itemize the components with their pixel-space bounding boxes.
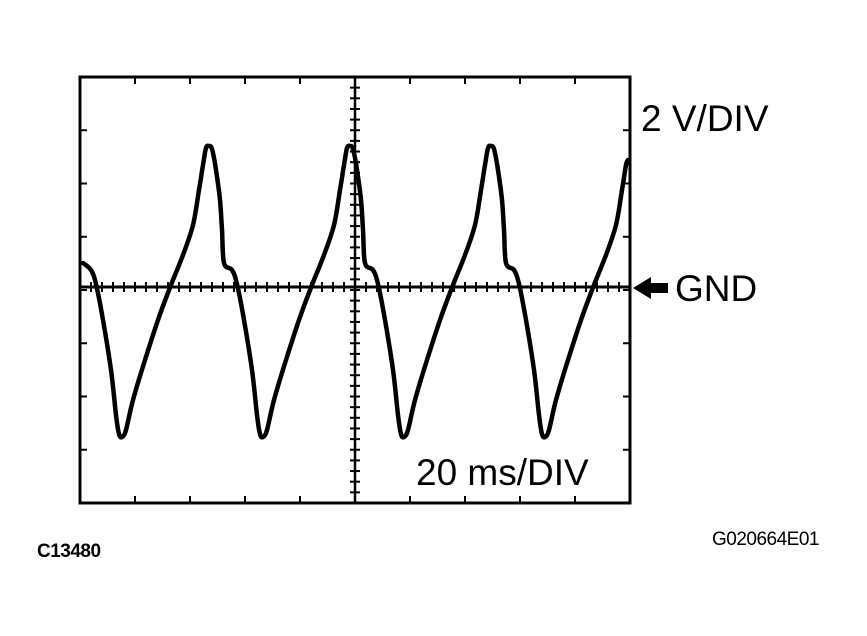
left-arrow-icon [633, 277, 668, 299]
ground-marker-label: GND [675, 268, 758, 309]
frame-ticks [80, 77, 630, 503]
axis-ticks [79, 76, 631, 504]
time-per-div-label: 20 ms/DIV [416, 452, 589, 493]
volts-per-div-label: 2 V/DIV [641, 98, 769, 139]
figure-code-right: G020664E01 [712, 529, 820, 550]
figure-code-left: C13480 [37, 541, 101, 562]
waveform-trace [80, 143, 631, 440]
